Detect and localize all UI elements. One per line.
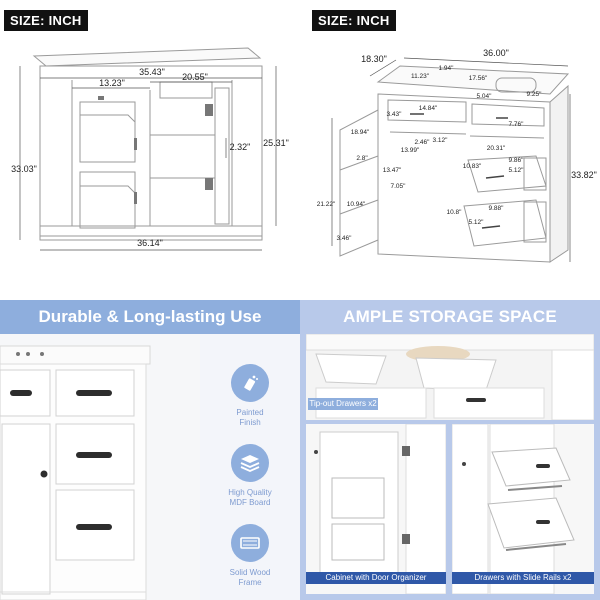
dim-v: 10.8"	[447, 209, 463, 216]
isometric-dimension-drawing: 18.30" 36.00" 11.23" 1.94" 17.56" 5.04" …	[317, 48, 597, 263]
dim-o: 9.86"	[509, 157, 525, 164]
dim-a: 11.23"	[411, 73, 430, 80]
dim-n: 10.83"	[463, 163, 482, 170]
durable-header: Durable & Long-lasting Use	[0, 300, 300, 334]
dim-b: 1.94"	[439, 65, 455, 72]
dim-u: 21.22"	[317, 201, 336, 208]
durable-title: Durable & Long-lasting Use	[38, 307, 262, 326]
dim-k: 2.46"	[415, 139, 431, 146]
dim-inner-height: 25.31"	[263, 138, 289, 148]
dim-shelf-gap: 2.32"	[230, 142, 251, 152]
dim-c: 17.56"	[469, 75, 488, 82]
size-unit-tag: SIZE: INCH	[4, 10, 88, 31]
wood-frame-icon	[231, 524, 269, 562]
dim-t: 10.94"	[347, 201, 366, 208]
dim-q: 2.8"	[356, 155, 368, 162]
storage-panel: AMPLE STORAGE SPACE Tip-out Drawers x2 C…	[300, 300, 600, 600]
slide-rail-drawers-photo	[452, 424, 594, 594]
isometric-dimension-panel: SIZE: INCH	[300, 0, 600, 298]
slide-rail-caption: Drawers with Slide Rails x2	[452, 572, 594, 584]
paint-spray-icon	[231, 364, 269, 402]
dim-depth: 18.30"	[361, 54, 387, 64]
dim-j: 3.12"	[433, 137, 449, 144]
door-organizer-caption: Cabinet with Door Organizer	[306, 572, 446, 584]
storage-header: AMPLE STORAGE SPACE	[300, 300, 600, 334]
dim-g: 7.76"	[509, 121, 525, 128]
dim-width: 36.00"	[483, 48, 509, 58]
dim-width-top: 35.43"	[139, 67, 165, 77]
layers-icon	[231, 444, 269, 482]
front-dimension-panel: SIZE: INCH	[0, 0, 300, 298]
dim-d: 5.04"	[477, 93, 493, 100]
door-organizer-photo	[306, 424, 446, 594]
dim-m: 20.31"	[487, 145, 506, 152]
dim-f: 14.84"	[419, 105, 438, 112]
tip-out-caption: Tip-out Drawers x2	[308, 398, 378, 410]
storage-title: AMPLE STORAGE SPACE	[343, 307, 557, 326]
dim-p: 13.47"	[383, 167, 402, 174]
vanity-photo	[0, 334, 200, 600]
dim-overall-height: 33.03"	[11, 164, 37, 174]
dim-s: 7.05"	[391, 183, 407, 190]
dim-w: 9.88"	[489, 205, 505, 212]
dim-l: 13.99"	[401, 147, 420, 154]
dim-height: 33.82"	[571, 170, 597, 180]
dim-h: 3.43"	[387, 111, 403, 118]
dim-right-bay: 20.55"	[182, 72, 208, 82]
dim-width-bottom: 36.14"	[137, 238, 163, 248]
dim-y: 3.46"	[337, 235, 353, 242]
size-unit-tag: SIZE: INCH	[312, 10, 396, 31]
dim-x: 5.12"	[469, 219, 485, 226]
dim-r: 5.12"	[509, 167, 525, 174]
dim-i: 18.94"	[351, 129, 370, 136]
dim-left-bay: 13.23"	[99, 78, 125, 88]
front-dimension-drawing: 35.43" 13.23" 20.55" 2.32" 25.31" 33.03"…	[11, 47, 289, 251]
dim-e: 9.25"	[527, 91, 543, 98]
